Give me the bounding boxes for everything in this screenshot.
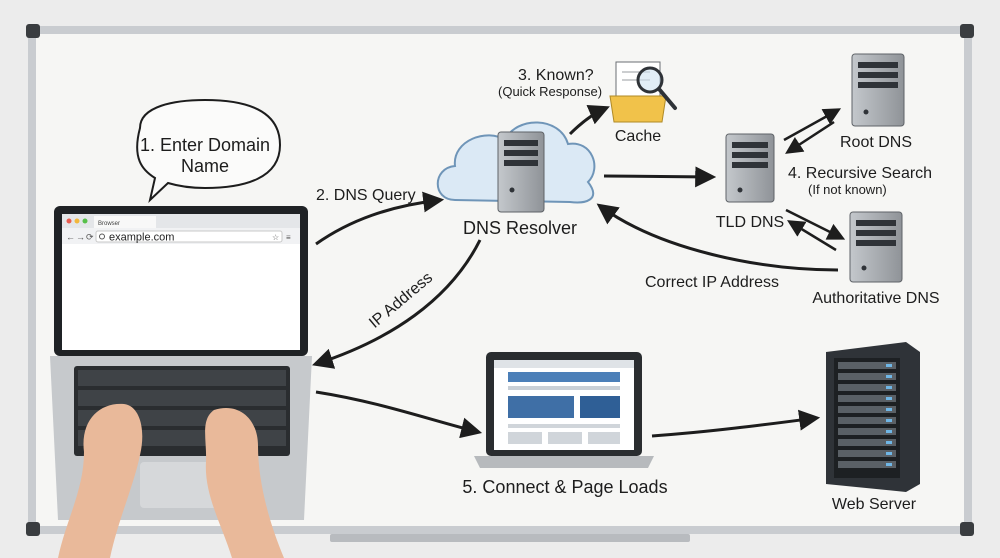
cache-arrow (568, 104, 610, 136)
correct-ip-label: Correct IP Address (645, 274, 779, 291)
step1-label-line1: 1. Enter Domain (140, 135, 270, 155)
frame-corner (960, 24, 974, 38)
correct-ip-arrow (596, 203, 839, 272)
browser-tab-label: Browser (98, 221, 120, 227)
root-label: Root DNS (840, 134, 912, 151)
back-arrow-icon[interactable]: ← (66, 232, 75, 242)
authoritative-to-tld-arrow (787, 220, 837, 252)
ip-address-arrow (312, 239, 482, 369)
speech-bubble: 1. Enter Domain Name (136, 98, 282, 203)
authoritative-dns-node: Authoritative DNS (812, 211, 940, 307)
tld-to-root-arrow (783, 108, 842, 142)
page-load-arrow (651, 409, 821, 438)
browser-tab[interactable] (94, 216, 156, 228)
reload-icon[interactable]: ⟳ (86, 232, 94, 242)
magnifier-icon (636, 66, 664, 94)
step5-label: 5. Connect & Page Loads (462, 477, 667, 497)
tld-label: TLD DNS (716, 214, 784, 231)
frame-corner (960, 522, 974, 536)
search-icon (99, 233, 105, 240)
left-hand (58, 403, 143, 558)
user-laptop: Browser ← → ⟳ example.com ☆ ≡ (50, 206, 312, 558)
dns-query-arrow (315, 191, 445, 246)
dns-resolver-node: DNS Resolver (436, 121, 596, 238)
step3-label: 3. Known? (518, 67, 594, 84)
root-to-tld-arrow (785, 120, 835, 154)
close-dot-icon[interactable] (66, 218, 72, 224)
laptop2-base (474, 456, 654, 468)
authoritative-server-icon (849, 211, 903, 283)
step4-sublabel: (If not known) (808, 182, 887, 197)
star-icon[interactable]: ☆ (272, 233, 279, 242)
right-hand (205, 407, 284, 558)
root-dns-node: Root DNS (840, 53, 912, 151)
step3-sublabel: (Quick Response) (498, 84, 602, 99)
tld-to-authoritative-arrow (785, 208, 846, 240)
web-server-label: Web Server (832, 496, 917, 513)
folder-tray-icon (609, 95, 667, 123)
connect-arrow (315, 390, 483, 439)
menu-icon[interactable]: ≡ (286, 233, 291, 242)
minimize-dot-icon[interactable] (74, 218, 80, 224)
cache-label: Cache (615, 128, 661, 145)
forward-arrow-icon[interactable]: → (76, 232, 85, 242)
frame-corner (26, 522, 40, 536)
step1-label-line2: Name (181, 156, 229, 176)
trackpad (140, 462, 224, 508)
frame-corner (26, 24, 40, 38)
authoritative-label: Authoritative DNS (812, 290, 939, 307)
address-bar[interactable] (95, 230, 283, 243)
maximize-dot-icon[interactable] (82, 218, 88, 224)
cache-node: Cache (609, 61, 677, 145)
loaded-page-laptop: 5. Connect & Page Loads (462, 352, 668, 497)
address-bar-url: example.com (109, 232, 174, 244)
tld-dns-node: TLD DNS (716, 133, 784, 231)
step2-label: 2. DNS Query (316, 187, 416, 204)
marker-tray (330, 534, 690, 542)
web-server-node: Web Server (826, 342, 920, 513)
resolver-to-tld-arrow (603, 166, 717, 188)
resolver-label: DNS Resolver (463, 218, 577, 238)
step4-label: 4. Recursive Search (788, 165, 932, 182)
